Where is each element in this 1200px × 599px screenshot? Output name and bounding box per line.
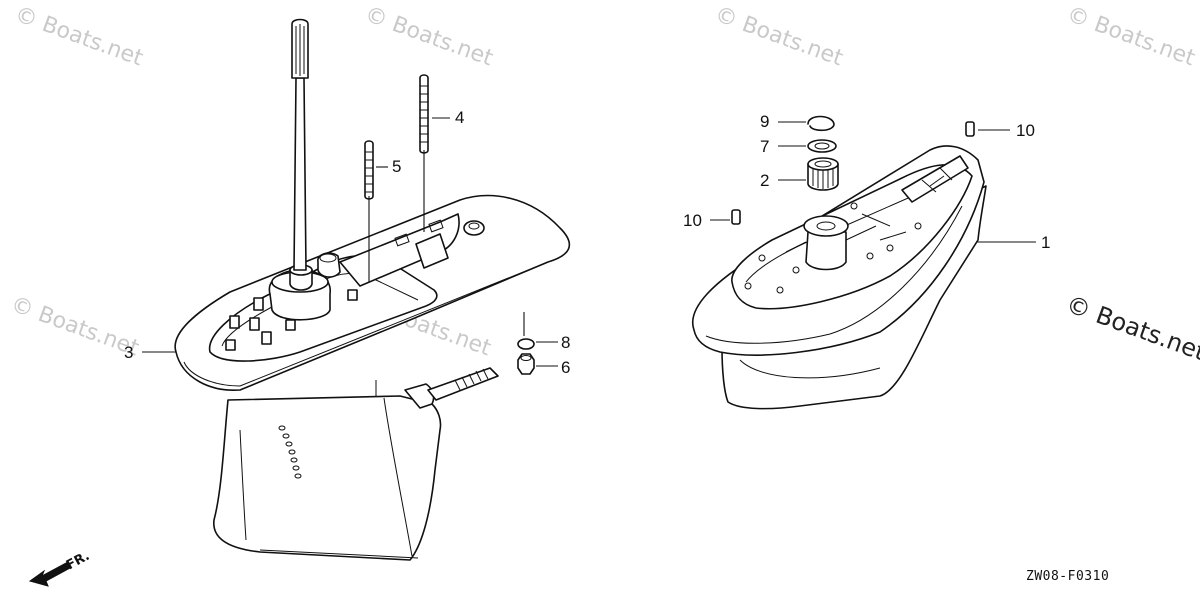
- callout-6: 6: [561, 358, 571, 377]
- callout-3: 3: [124, 343, 134, 362]
- callout-5: 5: [392, 157, 402, 176]
- gear-case-housing: [691, 115, 987, 410]
- callout-1: 1: [1041, 233, 1051, 252]
- gear-case-assembly: [174, 18, 571, 561]
- callout-2: 2: [760, 171, 770, 190]
- callout-8: 8: [561, 333, 571, 352]
- callout-10-right: 10: [1016, 121, 1035, 140]
- callout-9: 9: [760, 112, 770, 131]
- callout-7: 7: [760, 137, 770, 156]
- callout-10-left: 10: [683, 211, 702, 230]
- front-direction-arrow-icon: [28, 561, 71, 587]
- drawing-code: ZW08-F0310: [1026, 569, 1110, 584]
- callout-4: 4: [455, 108, 465, 127]
